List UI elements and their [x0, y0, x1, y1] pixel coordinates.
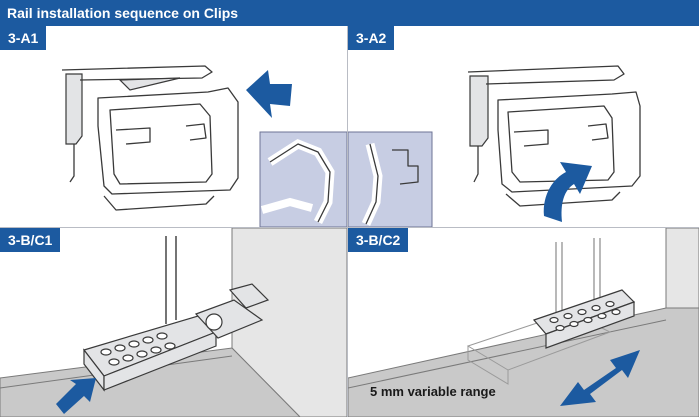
panel-3-b-c2: 3-B/C2 5 mm variable range: [348, 228, 699, 417]
zoom-rail-outline: [269, 143, 331, 223]
rail-hook-left: [115, 127, 151, 145]
panel-label-3-a1: 3-A1: [0, 26, 47, 50]
clip-mount-b2-drawing: [348, 228, 699, 417]
rotate-arrow: [543, 162, 592, 222]
zoom-inset-right: [348, 131, 433, 227]
zoom-clip-edge: [260, 197, 314, 214]
driver-clip: [228, 283, 270, 309]
clip-leg-a2: [473, 146, 479, 183]
sheet-title: Rail installation sequence on Clips: [7, 5, 239, 21]
rail-hook-left-a2: [513, 129, 549, 147]
clip-leg: [69, 144, 75, 183]
panel-3-a1: 3-A1: [0, 26, 347, 227]
clip-body: [65, 73, 83, 145]
rail-profile-a2-drawing: [348, 65, 641, 227]
connector-holes-b2: [549, 300, 621, 332]
panel-label-3-a2: 3-A2: [348, 26, 395, 50]
rail-hook-right: [185, 123, 207, 141]
clip-mount-b1-drawing: [0, 228, 347, 417]
rail-lip: [118, 77, 181, 91]
connector-side: [103, 331, 217, 391]
rail-bottom-foot: [103, 195, 215, 211]
slide-double-arrow: [560, 350, 640, 406]
zoom-clip-outline: [365, 143, 379, 225]
title-bar: Rail installation sequence on Clips: [0, 0, 699, 26]
adjust-knob: [205, 313, 223, 331]
panel-label-3-b-c1: 3-B/C1: [0, 228, 61, 252]
panel-3-a2: 3-A2: [348, 26, 699, 227]
rail-main-profile-a2: [497, 91, 641, 193]
panel-3-b-c1: 3-B/C1: [0, 228, 347, 417]
push-arrow: [246, 70, 292, 118]
insert-arrow: [56, 378, 96, 414]
rail-inner-profile-a2: [507, 105, 615, 183]
rail-profile-a1-drawing: [61, 65, 347, 227]
panel-divider-vertical: [347, 26, 348, 417]
rail-inner-profile: [109, 103, 213, 185]
rail-top-flange: [61, 65, 213, 81]
rail-hook-right-a2: [587, 123, 609, 141]
rail-bottom-foot-a2: [505, 191, 621, 207]
floor-edge-b2: [348, 319, 667, 389]
cable-pairs-b2: [555, 238, 601, 338]
panel-divider-horizontal: [0, 227, 699, 228]
variable-range-caption: 5 mm variable range: [370, 384, 496, 399]
cable-pair: [165, 236, 177, 324]
panel-label-3-b-c2: 3-B/C2: [348, 228, 409, 252]
clip-body-a2: [469, 75, 489, 147]
connector-ghost-left: [466, 311, 612, 371]
zoom-rail-hook: [392, 149, 419, 185]
connector-ghost-left-front: [467, 346, 509, 385]
rail-top-flange-a2: [467, 65, 625, 85]
rail-main-profile: [97, 87, 239, 195]
connector-holes: [100, 332, 176, 366]
